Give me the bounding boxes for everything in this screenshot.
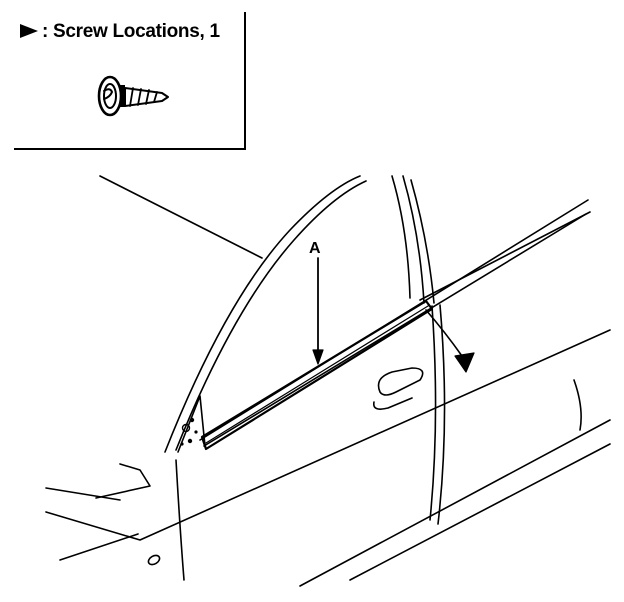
callout-a-label: A: [309, 240, 321, 257]
screw-location-marker-icon: [20, 24, 38, 38]
window-frame: [164, 175, 435, 453]
screw-location-marker: [425, 309, 475, 373]
mirror-mount: [177, 395, 206, 453]
legend-label: : Screw Locations, 1: [20, 21, 220, 43]
leader-line: [99, 175, 263, 259]
screw-icon: [97, 75, 169, 117]
door-panel: [45, 304, 611, 587]
body-rails: [199, 199, 591, 447]
legend-label-text: : Screw Locations, 1: [42, 21, 220, 42]
fender-marker-light: [147, 554, 161, 566]
callout-a-arrow: [312, 257, 324, 365]
door-handle: [372, 367, 424, 410]
legend-box: [14, 12, 246, 150]
